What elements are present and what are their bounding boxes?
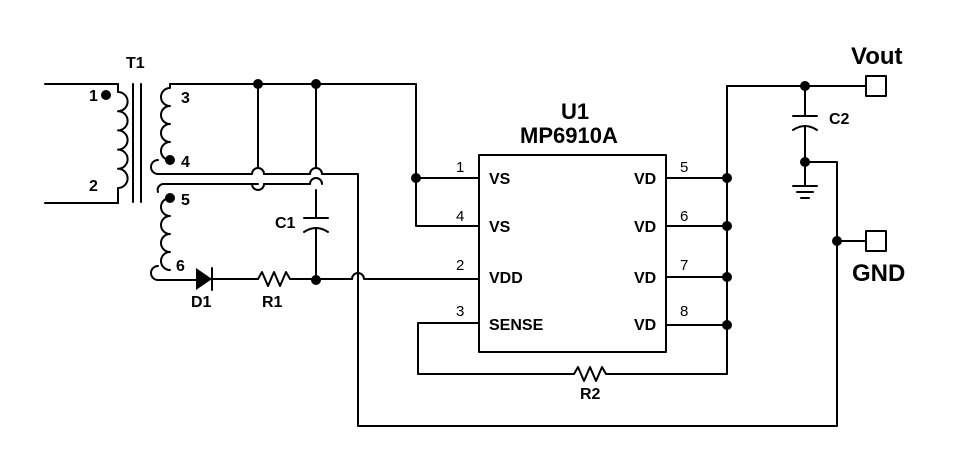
r1-label: R1 bbox=[262, 294, 283, 311]
c1-label: C1 bbox=[275, 215, 296, 232]
pin2-name: VDD bbox=[489, 270, 523, 287]
ic-part-label: MP6910A bbox=[520, 123, 618, 148]
pin7-number: 7 bbox=[680, 257, 688, 274]
transformer-core bbox=[132, 83, 142, 203]
ic-ref-label: U1 bbox=[561, 99, 589, 124]
pin7-name: VD bbox=[634, 270, 656, 287]
gnd-label: GND bbox=[852, 260, 905, 287]
t1-pin1-label: 1 bbox=[89, 88, 98, 105]
secondary-polarity-dot bbox=[165, 155, 175, 165]
t1-pin2-label: 2 bbox=[89, 178, 98, 195]
pin6-number: 6 bbox=[680, 208, 688, 225]
transformer-ref-label: T1 bbox=[126, 55, 145, 72]
d1-label: D1 bbox=[191, 294, 212, 311]
pin8-number: 8 bbox=[680, 303, 688, 320]
vs-connection bbox=[411, 83, 480, 227]
ic-u1 bbox=[417, 85, 732, 375]
pin3-number: 3 bbox=[456, 303, 464, 320]
r2-label: R2 bbox=[580, 386, 601, 403]
pin4-name: VS bbox=[489, 219, 511, 236]
transformer-secondary-upper bbox=[150, 83, 417, 175]
aux-polarity-dot bbox=[165, 193, 175, 203]
gnd-terminal bbox=[865, 230, 887, 252]
resistor-r1 bbox=[257, 271, 480, 287]
pin2-number: 2 bbox=[456, 257, 464, 274]
pin5-number: 5 bbox=[680, 159, 688, 176]
t1-pin3-label: 3 bbox=[181, 90, 190, 107]
c2-label: C2 bbox=[829, 111, 850, 128]
primary-polarity-dot bbox=[101, 90, 111, 100]
pin6-name: VD bbox=[634, 219, 656, 236]
t1-pin5-label: 5 bbox=[181, 192, 190, 209]
vout-terminal bbox=[865, 75, 887, 97]
t1-pin4-label: 4 bbox=[181, 154, 190, 171]
pin5-name: VD bbox=[634, 171, 656, 188]
pin8-name: VD bbox=[634, 317, 656, 334]
transformer-primary bbox=[44, 83, 129, 204]
resistor-r2 bbox=[573, 366, 728, 382]
pin3-name: SENSE bbox=[489, 317, 544, 334]
capacitor-c1 bbox=[303, 217, 329, 281]
vout-label: Vout bbox=[851, 43, 903, 70]
vs-bus bbox=[251, 79, 359, 280]
pin4-number: 4 bbox=[456, 208, 464, 225]
output-network bbox=[357, 81, 867, 427]
pin1-number: 1 bbox=[456, 159, 464, 176]
t1-pin6-label: 6 bbox=[176, 258, 185, 275]
pin1-name: VS bbox=[489, 171, 511, 188]
diode-d1 bbox=[196, 267, 259, 291]
transformer-aux-winding bbox=[150, 183, 253, 281]
